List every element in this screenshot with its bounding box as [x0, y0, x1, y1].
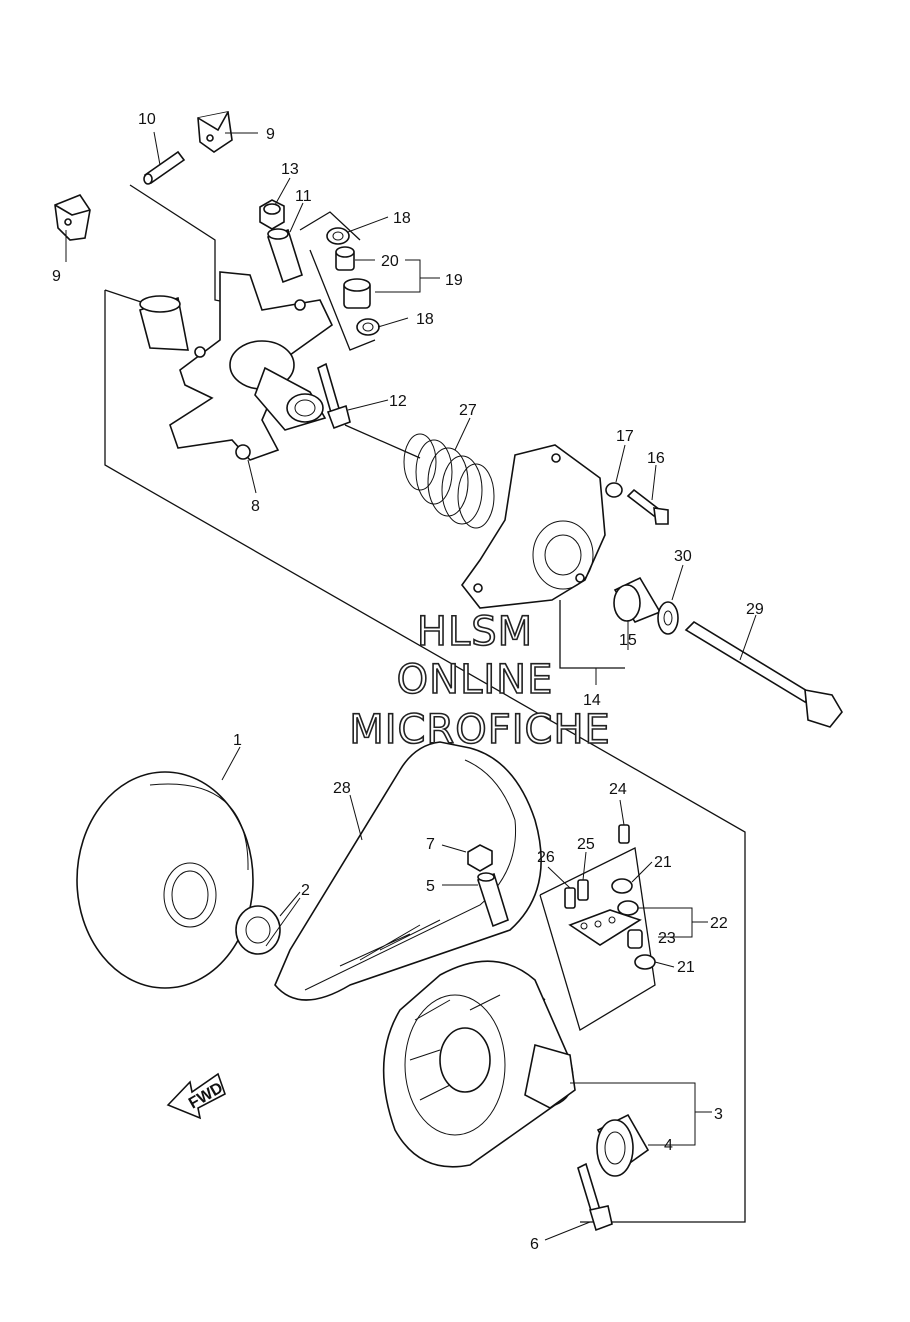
label-part-2: 2: [301, 882, 310, 899]
sleeve-part: [266, 228, 303, 284]
pin-part-5: [477, 872, 509, 928]
label-part-15: 15: [619, 632, 637, 649]
washer-part-small: [605, 482, 623, 498]
label-part-14: 14: [583, 692, 601, 709]
label-part-20: 20: [381, 253, 399, 270]
bushing-part-large: [613, 576, 662, 623]
fwd-arrow-icon: FWD: [166, 1072, 226, 1120]
label-part-16: 16: [647, 450, 665, 467]
watermark: HLSM ONLINE MICROFICHE: [348, 608, 611, 754]
leader-lines: [65, 131, 757, 1241]
belt-part: [274, 741, 542, 1001]
label-part-25: 25: [577, 836, 595, 853]
cover-plate-part: [460, 444, 606, 609]
part-number-labels: 10 9 9 13 11 18 20 19 18 12 27 17 16 8 3…: [52, 111, 764, 1253]
label-part-26: 26: [537, 849, 555, 866]
weight-part-upper: [197, 111, 233, 153]
label-part-24: 24: [609, 781, 627, 798]
label-part-6: 6: [530, 1236, 539, 1253]
label-part-13: 13: [281, 161, 299, 178]
watermark-line-2: ONLINE: [397, 657, 554, 703]
bolt-part-small: [317, 362, 351, 430]
label-part-17: 17: [616, 428, 634, 445]
sheave-assembly-part: [382, 960, 576, 1168]
bearing-part: [596, 1113, 650, 1177]
label-part-18-lower: 18: [416, 311, 434, 328]
bolt-part-16: [626, 488, 669, 525]
fixed-sheave-part: [76, 771, 254, 989]
label-part-18-upper: 18: [393, 210, 411, 227]
label-part-9-lower: 9: [52, 268, 61, 285]
spider-hub-part: [139, 271, 334, 461]
label-part-9-upper: 9: [266, 126, 275, 143]
label-part-3: 3: [714, 1106, 723, 1123]
assembly-outline: [104, 184, 746, 1223]
label-part-21-lower: 21: [677, 959, 695, 976]
nut-part: [259, 199, 285, 230]
label-part-28: 28: [333, 780, 351, 797]
label-part-23: 23: [658, 930, 676, 947]
label-part-5: 5: [426, 878, 435, 895]
spacer-part: [235, 905, 281, 955]
label-part-12: 12: [389, 393, 407, 410]
weight-part-lower: [54, 194, 91, 241]
label-part-22: 22: [710, 915, 728, 932]
label-part-4: 4: [664, 1137, 673, 1154]
spring-part: [403, 433, 495, 529]
washer-part: [657, 601, 679, 635]
label-part-1: 1: [233, 732, 242, 749]
long-bolt-part: [684, 620, 843, 728]
label-part-7: 7: [426, 836, 435, 853]
bushing-parts: [326, 227, 380, 336]
watermark-line-3: MICROFICHE: [349, 707, 611, 753]
label-part-10: 10: [138, 111, 156, 128]
nut-part-7: [467, 844, 493, 872]
label-part-19: 19: [445, 272, 463, 289]
bolt-part-6: [577, 1162, 613, 1232]
watermark-line-1: HLSM: [417, 609, 533, 655]
label-part-29: 29: [746, 601, 764, 618]
label-part-11: 11: [295, 188, 312, 205]
label-part-21-upper: 21: [654, 854, 672, 871]
label-part-27: 27: [459, 402, 477, 419]
pin-part: [143, 150, 186, 185]
label-part-30: 30: [674, 548, 692, 565]
label-part-8: 8: [251, 498, 260, 515]
